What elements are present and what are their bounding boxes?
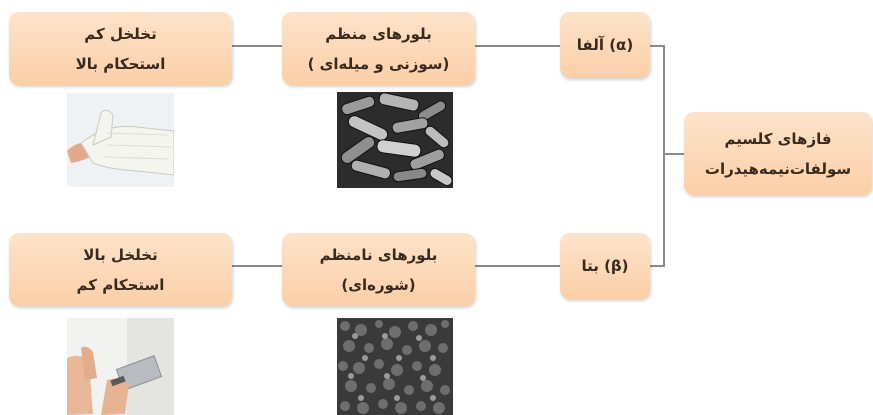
beta-properties-node: تخلخل بالا استحکام کم (9, 233, 232, 306)
beta-crystal-line2: (شوره‌ای) (341, 275, 416, 294)
alpha-phase-label: آلفا (α) (576, 36, 634, 54)
alpha-prop-line2: استحکام بالا (75, 54, 166, 73)
connector-alpha-to-crystal (475, 45, 560, 47)
alpha-properties-node: تخلخل کم استحکام بالا (9, 12, 232, 85)
alpha-crystal-image (337, 92, 453, 188)
beta-prop-line2: استحکام کم (76, 275, 165, 294)
alpha-crystal-line2: ( سوزنی و میله‌ای) (307, 54, 450, 73)
alpha-crystal-node: بلورهای منظم ( سوزنی و میله‌ای) (282, 12, 475, 85)
beta-application-image (67, 318, 174, 415)
beta-crystal-line1: بلورهای نامنظم (319, 245, 438, 264)
connector-root-stub (665, 153, 684, 155)
alpha-application-image (67, 93, 174, 187)
root-title-line1: فازهای کلسیم (724, 129, 832, 148)
connector-beta-crystal-to-props (232, 265, 282, 267)
alpha-phase-node: آلفا (α) (560, 12, 650, 78)
connector-bracket-bottom (650, 265, 665, 267)
root-title-line2: سولفات‌نیمه‌هیدرات (704, 159, 852, 178)
beta-crystal-image (337, 318, 453, 415)
beta-phase-label: بتا (β) (581, 257, 629, 275)
connector-bracket-top (650, 45, 665, 47)
alpha-prop-line1: تخلخل کم (84, 24, 157, 43)
alpha-crystal-line1: بلورهای منظم (325, 24, 432, 43)
connector-bracket-vertical (663, 45, 665, 267)
beta-prop-line1: تخلخل بالا (83, 245, 158, 264)
connector-alpha-crystal-to-props (232, 45, 282, 47)
beta-crystal-node: بلورهای نامنظم (شوره‌ای) (282, 233, 475, 306)
connector-beta-to-crystal (475, 265, 560, 267)
root-node: فازهای کلسیم سولفات‌نیمه‌هیدرات (684, 112, 872, 195)
beta-phase-node: بتا (β) (560, 233, 650, 299)
